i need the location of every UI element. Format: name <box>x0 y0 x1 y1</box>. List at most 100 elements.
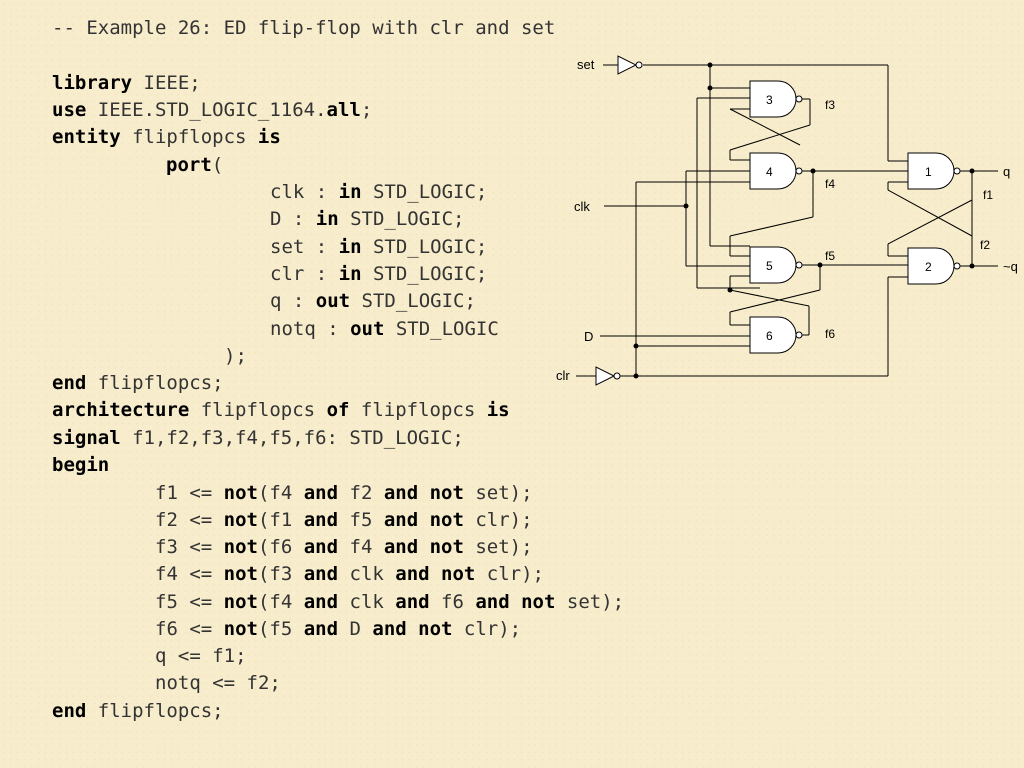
code-text: flipflopcs; <box>86 700 224 722</box>
code-keyword: in <box>338 263 362 285</box>
code-keyword: in <box>338 181 362 203</box>
code-keyword: and <box>303 482 339 504</box>
code-text: clr); <box>475 563 544 585</box>
code-text: set); <box>463 482 533 504</box>
code-keyword: in <box>338 236 362 258</box>
gate-num-5: 5 <box>766 259 773 273</box>
code-line: D : in STD_LOGIC; <box>270 209 465 229</box>
code-keyword: not <box>223 563 258 585</box>
code-text: f3 <= <box>155 536 224 558</box>
code-line: clk : in STD_LOGIC; <box>270 182 487 202</box>
code-keyword: and <box>303 509 339 531</box>
junctions <box>633 62 975 379</box>
code-keyword: and <box>303 618 339 640</box>
code-text: STD_LOGIC; <box>361 181 488 203</box>
code-line: use IEEE.STD_LOGIC_1164.all; <box>52 100 372 120</box>
code-line: begin <box>52 455 109 475</box>
gate-num-2: 2 <box>925 260 932 274</box>
code-text: (f6 <box>257 536 304 558</box>
code-keyword: not <box>223 536 258 558</box>
code-keyword: and <box>303 563 339 585</box>
code-text: -- Example 26: ED flip-flop with clr and… <box>52 17 556 39</box>
code-text: flipflopcs; <box>86 372 224 394</box>
code-keyword: and not <box>475 591 556 613</box>
signal-f2: f2 <box>980 238 990 252</box>
code-keyword: all <box>326 99 361 121</box>
code-keyword: not <box>223 482 258 504</box>
signal-f1: f1 <box>983 188 993 202</box>
code-line: q <= f1; <box>155 646 247 666</box>
code-keyword: and <box>303 536 339 558</box>
code-text: IEEE; <box>132 72 201 94</box>
code-text: f6 <box>429 591 476 613</box>
code-text: f4 <= <box>155 563 224 585</box>
code-keyword: and <box>303 591 339 613</box>
code-text: clk <box>338 591 396 613</box>
code-text: flipflopcs <box>120 126 258 148</box>
code-keyword: and <box>395 591 430 613</box>
code-keyword: and not <box>395 563 476 585</box>
code-text: ( <box>211 154 224 176</box>
label-notq: ~q <box>1003 259 1018 274</box>
code-keyword: library <box>52 72 133 94</box>
code-text: STD_LOGIC <box>384 318 499 340</box>
code-text: f4 <box>338 536 384 558</box>
code-text: q : <box>270 290 316 312</box>
nand-gate-4 <box>749 152 803 190</box>
gate-num-3: 3 <box>766 93 773 107</box>
nand-gate-6 <box>749 316 803 354</box>
gate-num-1: 1 <box>925 165 932 179</box>
code-text: f5 <= <box>155 591 224 613</box>
code-text: f1 <= <box>155 482 224 504</box>
code-keyword: and not <box>372 618 453 640</box>
nand-gate-5 <box>749 246 803 284</box>
code-text: set); <box>555 591 625 613</box>
signal-f3: f3 <box>825 98 835 112</box>
nand-gate-3 <box>749 80 803 118</box>
signal-f6: f6 <box>825 327 835 341</box>
code-text: flipflopcs <box>189 399 327 421</box>
code-line: f3 <= not(f6 and f4 and not set); <box>155 537 533 557</box>
code-text: set : <box>270 236 339 258</box>
code-text: notq : <box>270 318 351 340</box>
code-text: f6 <= <box>155 618 224 640</box>
code-text: ); <box>224 345 247 367</box>
code-text: f2 <= <box>155 509 224 531</box>
code-line: notq : out STD_LOGIC <box>270 319 499 339</box>
code-keyword: is <box>257 126 281 148</box>
nand-gate-1 <box>907 152 961 190</box>
label-D: D <box>584 329 593 344</box>
code-keyword: port <box>166 154 212 176</box>
label-set: set <box>577 57 595 72</box>
label-q: q <box>1003 164 1010 179</box>
code-keyword: not <box>223 509 258 531</box>
code-text: clr : <box>270 263 339 285</box>
code-keyword: out <box>350 318 385 340</box>
code-text: IEEE.STD_LOGIC_1164. <box>86 99 327 121</box>
code-keyword: and not <box>383 509 464 531</box>
code-text: clr); <box>463 509 533 531</box>
nand-gate-2 <box>907 247 961 285</box>
code-text: (f4 <box>257 591 304 613</box>
code-text: f5 <box>338 509 384 531</box>
code-text: STD_LOGIC; <box>338 208 465 230</box>
code-keyword: not <box>223 591 258 613</box>
code-keyword: of <box>326 399 350 421</box>
gate-num-4: 4 <box>766 165 773 179</box>
code-keyword: and not <box>383 536 464 558</box>
code-line: set : in STD_LOGIC; <box>270 237 487 257</box>
set-inverter <box>617 55 643 75</box>
label-clk: clk <box>574 199 590 214</box>
code-text: clk : <box>270 181 339 203</box>
signal-f4: f4 <box>825 177 835 191</box>
code-text: (f3 <box>257 563 304 585</box>
code-keyword: end <box>52 700 87 722</box>
label-clr: clr <box>556 368 570 383</box>
code-text: flipflopcs <box>349 399 487 421</box>
code-text: clr); <box>452 618 522 640</box>
code-text: STD_LOGIC; <box>350 290 476 312</box>
code-line: ); <box>224 346 247 366</box>
code-keyword: is <box>486 399 510 421</box>
code-text: notq <= f2; <box>155 672 281 694</box>
code-keyword: begin <box>52 454 110 476</box>
